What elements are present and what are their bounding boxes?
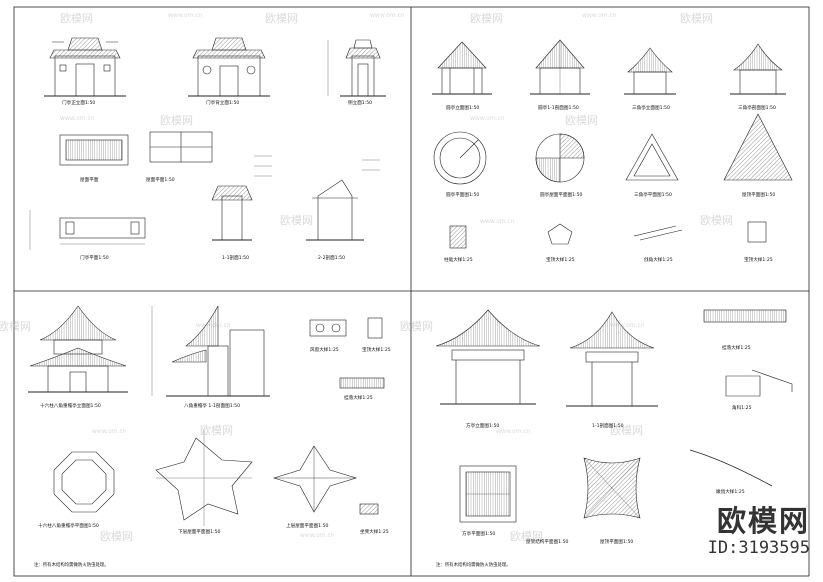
caption-detail-c: 挂落大样1:25 — [344, 396, 373, 401]
caption-detail-c: 嫩戗大样1:25 — [716, 490, 745, 495]
round-pavilion-elevation — [432, 41, 492, 95]
caption-round-elevation: 圆亭立面图1:50 — [446, 106, 480, 111]
sheet-frame — [13, 6, 810, 577]
brand-id: ID:3193595 — [707, 538, 810, 558]
caption-octagonal-elevation: 十六柱八角重檐亭立面图1:50 — [40, 404, 101, 409]
caption-detail-a: 风窗大样1:25 — [310, 348, 339, 353]
triangle-pavilion-plans — [625, 113, 793, 181]
caption-detail-b: 角科1:25 — [732, 406, 752, 411]
octagonal-pavilion-elevation — [28, 305, 128, 393]
gate-side-elevation — [327, 39, 386, 97]
caption-triangle-section: 三角亭剖面图1:50 — [738, 106, 776, 111]
caption-detail-b: 宝顶大样1:25 — [362, 348, 391, 353]
caption-detail-b: 宝顶大样1:25 — [546, 258, 575, 263]
caption-upper-roof: 上层屋面平面图1:50 — [286, 524, 329, 529]
brand-block: 欧模网 ID:3193595 — [675, 498, 810, 558]
caption-octagonal-plan: 十六柱八角重檐亭平面图1:50 — [38, 524, 99, 529]
bottom-left-note: 注：所有木结构均需做防火防虫处理。 — [34, 563, 109, 568]
caption-detail-d: 坐凳大样1:25 — [360, 530, 389, 535]
gate-roof-plan — [59, 131, 213, 166]
triangle-pavilion-elevation — [624, 47, 676, 95]
octagonal-pavilion-plans — [53, 430, 379, 526]
caption-square-plan: 方亭平面图1:50 — [462, 532, 496, 537]
round-pavilion-section — [530, 39, 590, 95]
triangle-pavilion-section — [730, 43, 786, 95]
caption-round-section: 圆亭1-1剖面图1:50 — [538, 106, 579, 111]
gate-back-elevation — [188, 37, 270, 97]
caption-square-elevation: 方亭立面图1:50 — [466, 424, 500, 429]
brand-logo: 欧模网 — [716, 504, 810, 538]
caption-detail-c: 戗角大样1:25 — [644, 258, 673, 263]
octagonal-pavilion-section — [151, 305, 270, 397]
top-right-details — [449, 221, 767, 249]
caption-gate-floor-plan: 门亭平面1:50 — [80, 256, 109, 261]
round-pavilion-plans — [433, 131, 585, 185]
caption-roof-plan: 屋顶平面图1:50 — [600, 540, 634, 545]
caption-gate-section-1: 1-1剖面1:50 — [222, 256, 250, 261]
square-pavilion-plans — [459, 457, 641, 523]
gate-front-elevation — [44, 37, 126, 97]
caption-detail-d: 宝顶大样1:25 — [744, 258, 773, 263]
square-pavilion-section — [566, 311, 658, 407]
caption-gate-side: 侧立面1:50 — [348, 101, 373, 106]
caption-round-plan: 圆亭平面图1:50 — [446, 193, 480, 198]
caption-gate-roof-plan: 屋面平面 — [80, 178, 99, 183]
caption-triangle-elevation: 三角亭立面图1:50 — [632, 106, 670, 111]
bottom-right-note: 注：所有木结构均需做防火防虫处理。 — [436, 563, 511, 568]
square-pavilion-elevation — [435, 309, 541, 405]
bottom-left-details — [309, 317, 385, 389]
caption-gate-front: 门亭正立面1:50 — [62, 101, 96, 106]
caption-detail-a: 挂落大样1:25 — [722, 346, 751, 351]
caption-square-section: 1-1剖面图1:50 — [592, 424, 624, 429]
caption-gate-section-2: 2-2剖面1:50 — [318, 256, 346, 261]
caption-triangle-plan: 三角亭平面图1:50 — [634, 193, 672, 198]
caption-round-roof: 圆亭屋面平面图1:50 — [540, 193, 583, 198]
bottom-right-details — [689, 309, 793, 487]
caption-roof-frame: 屋架结构平面图1:50 — [526, 540, 569, 545]
caption-lower-roof: 下层屋面平面图1:50 — [178, 530, 221, 535]
caption-triangle-roof: 屋顶平面图1:50 — [742, 193, 776, 198]
caption-gate-roof-frame: 屋面平面1:50 — [146, 178, 175, 183]
gate-sections — [211, 155, 380, 241]
caption-gate-back: 门亭背立面1:50 — [206, 101, 240, 106]
gate-floor-plan — [29, 210, 146, 250]
caption-detail-a: 柱础大样1:25 — [444, 258, 473, 263]
caption-octagonal-section: 八角重檐亭 1-1剖面图1:50 — [184, 404, 241, 409]
